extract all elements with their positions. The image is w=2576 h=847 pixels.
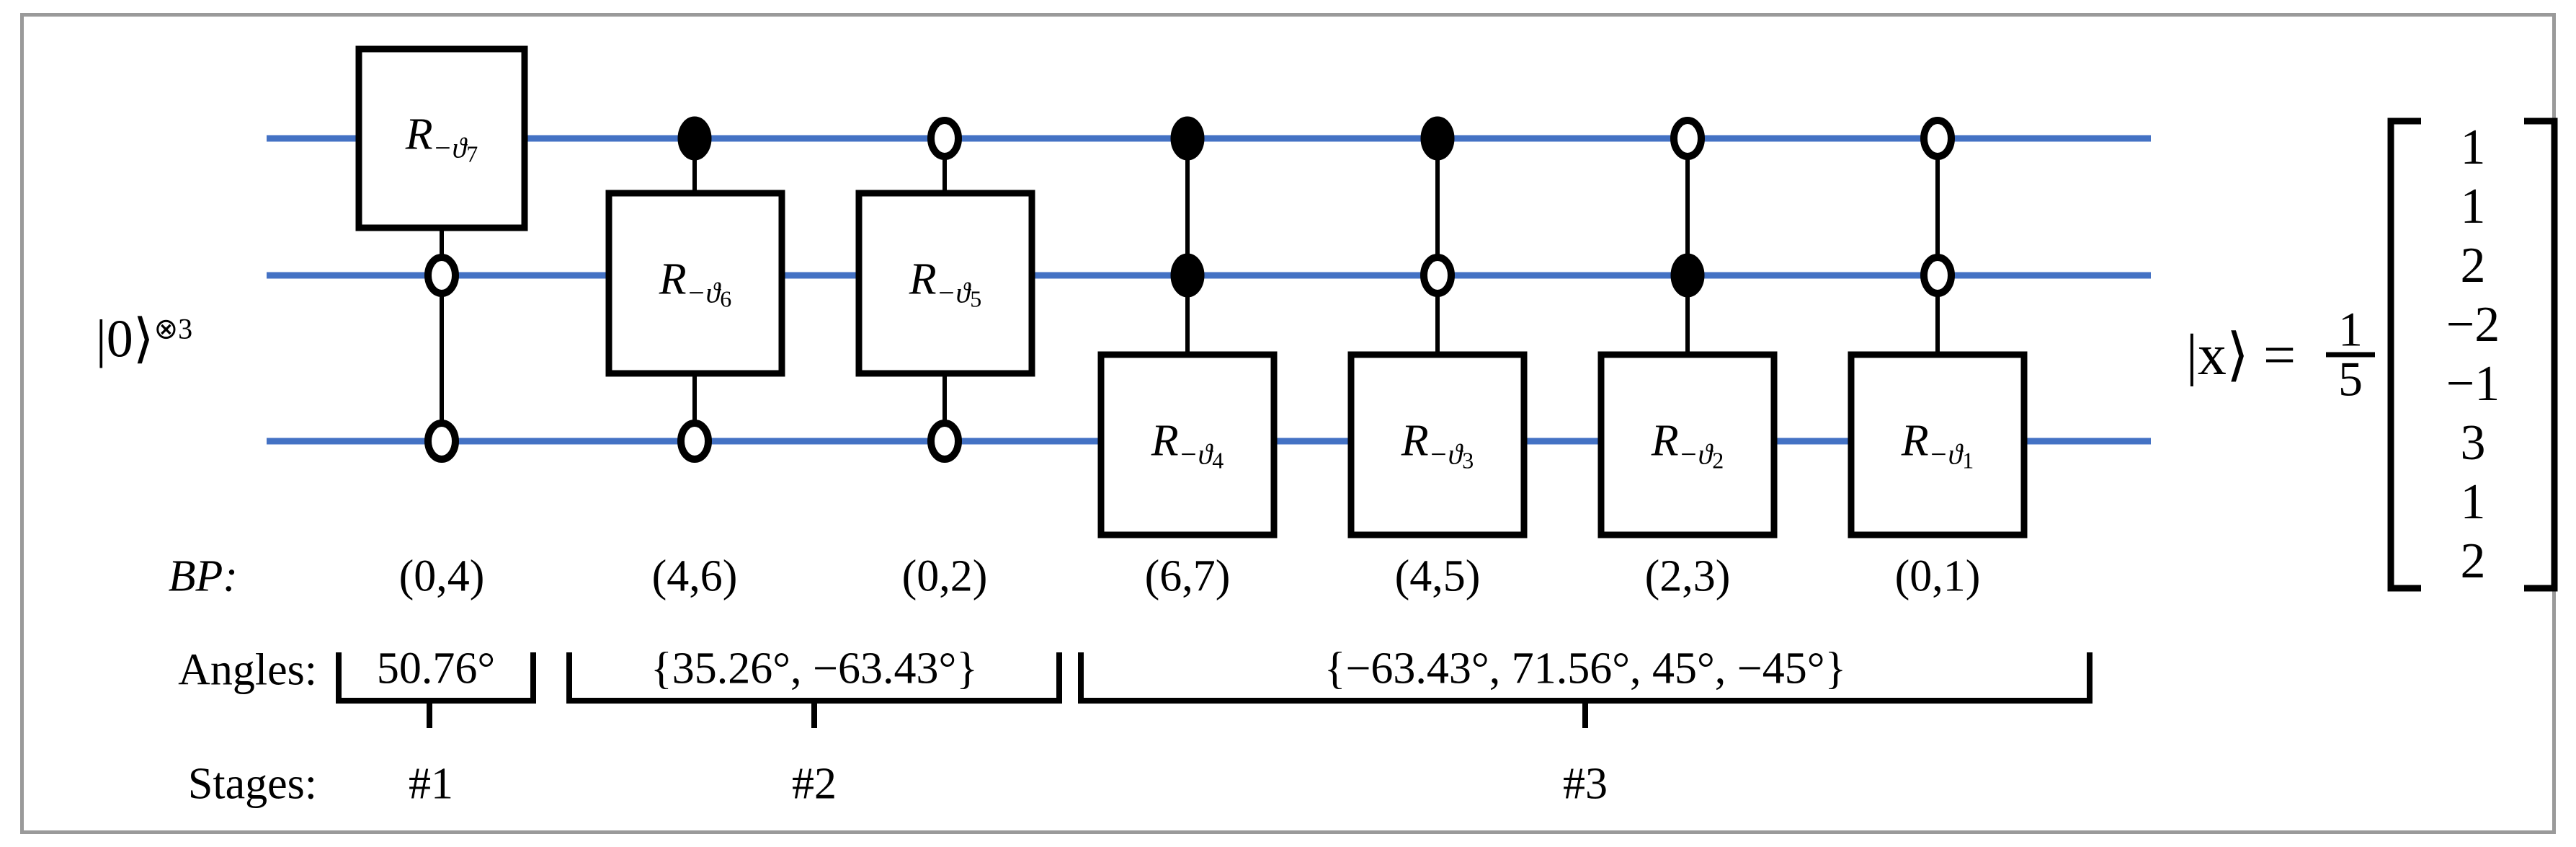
gate-g4 [1097, 116, 1278, 538]
angle-braces [336, 652, 2093, 728]
gate-g4-control-filled-w2 [1170, 253, 1205, 298]
state-vector-scalar-denominator: 5 [2338, 352, 2363, 407]
gate-g1-label: R−ϑ7 [405, 110, 478, 167]
bp-value-g2: (4,6) [651, 551, 738, 601]
gate-g7-control-open-w2 [1920, 254, 1955, 297]
vector-bracket-left [2387, 117, 2421, 592]
angles-group-1: 50.76° [376, 644, 496, 693]
gate-g2-control-filled-w1 [677, 116, 712, 161]
vector-entry-7: 2 [2460, 533, 2486, 589]
vector-bracket [2387, 117, 2558, 592]
gate-g7 [1848, 117, 2028, 538]
vector-entry-0: 1 [2460, 120, 2486, 175]
gate-g4-control-filled-w1 [1170, 116, 1205, 161]
angles-group-3: {−63.43°, 71.56°, 45°, −45°} [1324, 644, 1847, 693]
bp-value-g3: (0,2) [901, 551, 988, 601]
bp-value-g4: (6,7) [1144, 551, 1231, 601]
gate-g7-control-open-w1 [1920, 117, 1955, 160]
gate-g6 [1597, 117, 1778, 538]
gate-g6-control-open-w1 [1670, 117, 1705, 160]
gate-g5 [1347, 116, 1528, 538]
bp-value-g5: (4,5) [1394, 551, 1481, 601]
gate-g3-control-open-w3 [927, 420, 962, 463]
stage-value-2: #2 [792, 759, 837, 809]
stages-row-label: Stages: [187, 759, 317, 809]
bp-value-g7: (0,1) [1894, 551, 1981, 601]
state-vector-equals: = [2263, 324, 2296, 387]
gate-g3 [855, 117, 1035, 463]
angles-group-2: {35.26°, −63.43°} [650, 644, 979, 693]
vector-entry-1: 1 [2460, 179, 2486, 234]
gate-g2-control-open-w3 [677, 420, 712, 463]
gate-g2-box [605, 190, 785, 377]
gate-g6-box [1597, 351, 1778, 538]
vector-entry-5: 3 [2460, 415, 2486, 471]
gate-g3-control-open-w1 [927, 117, 962, 160]
input-state-superscript: ⊗3 [153, 312, 193, 345]
gate-g7-box [1848, 351, 2028, 538]
angle-brace-stage-3 [1078, 652, 2093, 728]
gate-g1 [355, 45, 528, 463]
gate-g6-label: R−ϑ2 [1651, 416, 1724, 474]
angle-brace-stage-1 [336, 652, 536, 728]
vector-entry-3: −2 [2446, 297, 2500, 352]
gate-g3-box [855, 190, 1035, 377]
bp-value-g6: (2,3) [1644, 551, 1731, 601]
bp-value-g1: (0,4) [398, 551, 485, 601]
gate-g2-label: R−ϑ6 [659, 254, 732, 312]
gate-g4-box [1097, 351, 1278, 538]
gate-g7-label: R−ϑ1 [1901, 416, 1974, 474]
gate-g5-control-filled-w1 [1420, 116, 1455, 161]
vector-entry-6: 1 [2460, 474, 2486, 530]
state-vector-ket: |x⟩ = [2186, 321, 2296, 389]
vector-entry-2: 2 [2460, 238, 2486, 293]
input-state-label: |0⟩⊗3 [96, 308, 192, 371]
gate-g5-box [1347, 351, 1528, 538]
angle-brace-stage-2 [566, 652, 1062, 728]
vector-entry-4: −1 [2446, 356, 2500, 412]
gate-g5-label: R−ϑ3 [1401, 416, 1474, 474]
gate-g4-label: R−ϑ4 [1151, 416, 1224, 474]
gate-g5-control-open-w2 [1420, 254, 1455, 297]
gate-g2 [605, 116, 785, 463]
gate-g1-box [355, 45, 528, 231]
angles-row-label: Angles: [178, 645, 317, 695]
state-vector-ket-text: |x⟩ [2185, 324, 2250, 387]
gate-g1-control-open-w2 [424, 254, 459, 297]
gate-g3-label: R−ϑ5 [909, 254, 982, 312]
bp-row-label: BP: [168, 551, 238, 601]
input-state-ket: |0⟩ [95, 309, 154, 369]
vector-bracket-right [2524, 117, 2558, 592]
state-vector-scalar-numerator: 1 [2338, 301, 2363, 357]
stage-value-1: #1 [409, 759, 453, 809]
gate-g1-control-open-w3 [424, 420, 459, 463]
gate-g6-control-filled-w2 [1670, 253, 1705, 298]
stage-value-3: #3 [1563, 759, 1608, 809]
